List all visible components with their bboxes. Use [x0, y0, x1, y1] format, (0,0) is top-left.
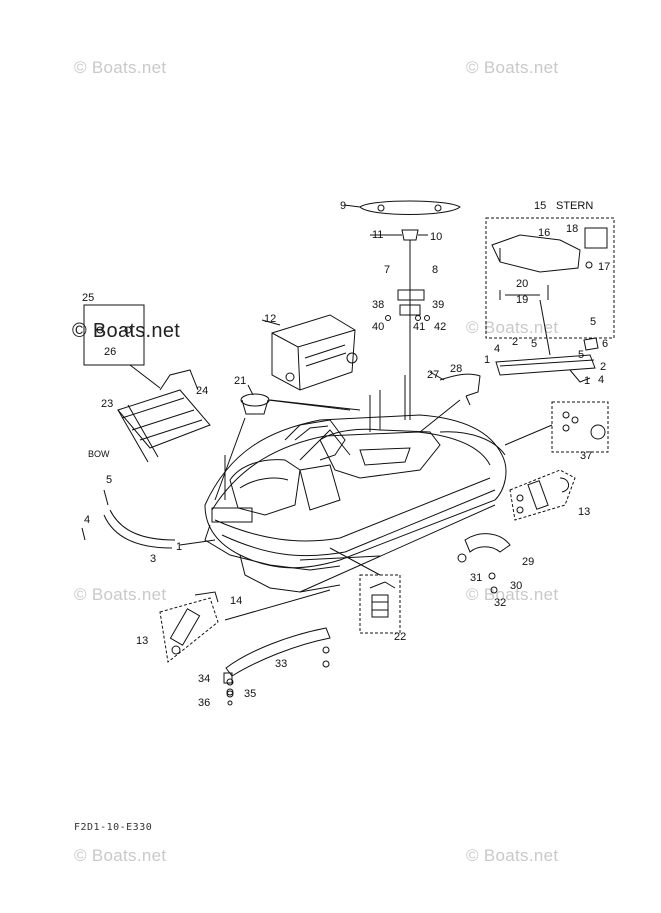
watermark-bottom-right: © Boats.net — [466, 846, 559, 865]
label-42: 42 — [434, 321, 446, 333]
watermark-mid-left: © Boats.net — [74, 585, 167, 604]
part-3-rubstrip — [81, 489, 176, 549]
label-3: 3 — [150, 553, 156, 565]
label-38: 38 — [372, 299, 384, 311]
label-16: 16 — [538, 227, 550, 239]
label-22: 22 — [394, 631, 406, 643]
label-stern: STERN — [556, 200, 593, 212]
part-15-stern-box — [485, 217, 615, 339]
label-8: 8 — [432, 264, 438, 276]
part-29-handle — [457, 533, 511, 594]
label-13-left: 13 — [136, 635, 148, 647]
label-2b: 2 — [600, 361, 606, 373]
part-12-cooler — [261, 314, 358, 391]
label-6: 6 — [602, 338, 608, 350]
label-5-left: 5 — [106, 474, 112, 486]
part-bow-ladder — [83, 304, 211, 463]
label-5-right: 5 — [590, 316, 596, 328]
label-30: 30 — [510, 580, 522, 592]
part-37-box — [504, 401, 609, 453]
label-35: 35 — [244, 688, 256, 700]
label-28: 28 — [450, 363, 462, 375]
part-22-fittings — [329, 547, 401, 634]
label-25: 25 — [82, 292, 94, 304]
label-41: 41 — [413, 321, 425, 333]
label-20: 20 — [516, 278, 528, 290]
label-23: 23 — [101, 398, 113, 410]
label-4a: 4 — [494, 343, 500, 355]
part-labels: 9 11 10 7 8 38 39 40 41 42 15 STERN 16 1… — [82, 200, 610, 709]
label-37: 37 — [580, 450, 592, 462]
label-5-mid: 5 — [531, 338, 537, 350]
label-4-left: 4 — [84, 514, 90, 526]
label-1b: 1 — [584, 375, 590, 387]
label-1-left: 1 — [176, 541, 182, 553]
part-27-28 — [419, 371, 481, 433]
hull-drawing — [204, 414, 507, 593]
label-26: 26 — [104, 346, 116, 358]
label-bow: BOW — [88, 449, 110, 459]
label-11: 11 — [372, 229, 383, 241]
watermark-top-left: © Boats.net — [74, 58, 167, 77]
label-12: 12 — [264, 313, 276, 325]
watermark-mid-right-2: © Boats.net — [466, 585, 559, 604]
label-4b: 4 — [598, 374, 604, 386]
label-27: 27 — [427, 369, 439, 381]
label-31: 31 — [470, 572, 482, 584]
label-2a: 2 — [512, 336, 518, 348]
part-13-right-cleat — [509, 469, 576, 521]
label-17: 17 — [598, 261, 610, 273]
label-40: 40 — [372, 321, 384, 333]
label-33: 33 — [275, 658, 287, 670]
label-10: 10 — [430, 231, 442, 243]
label-39: 39 — [432, 299, 444, 311]
label-19: 19 — [516, 294, 528, 306]
label-21: 21 — [234, 375, 246, 387]
leader-lines — [179, 375, 406, 561]
figure-code: F2D1-10-E330 — [74, 822, 153, 833]
label-24: 24 — [196, 385, 208, 397]
label-32: 32 — [494, 597, 506, 609]
label-34: 34 — [198, 673, 210, 685]
label-9: 9 — [340, 200, 346, 212]
label-5-r2: 5 — [578, 349, 584, 361]
label-7: 7 — [384, 264, 390, 276]
label-36: 36 — [198, 697, 210, 709]
part-13-left-cleat — [159, 591, 219, 663]
label-1a: 1 — [484, 354, 490, 366]
part-9-cover — [343, 200, 461, 215]
part-rails — [495, 299, 599, 383]
label-13-right: 13 — [578, 506, 590, 518]
part-33-rail — [224, 589, 331, 698]
label-18: 18 — [566, 223, 578, 235]
label-29: 29 — [522, 556, 534, 568]
label-15: 15 — [534, 200, 546, 212]
watermark-top-right: © Boats.net — [466, 58, 559, 77]
watermark-bottom-left: © Boats.net — [74, 846, 167, 865]
watermark-strong-left: © Boats.net — [72, 320, 181, 342]
part-34-36-hardware — [223, 672, 234, 706]
watermark-mid-right: © Boats.net — [466, 318, 559, 337]
label-14: 14 — [230, 595, 242, 607]
part-38-42-hardware — [385, 304, 430, 321]
